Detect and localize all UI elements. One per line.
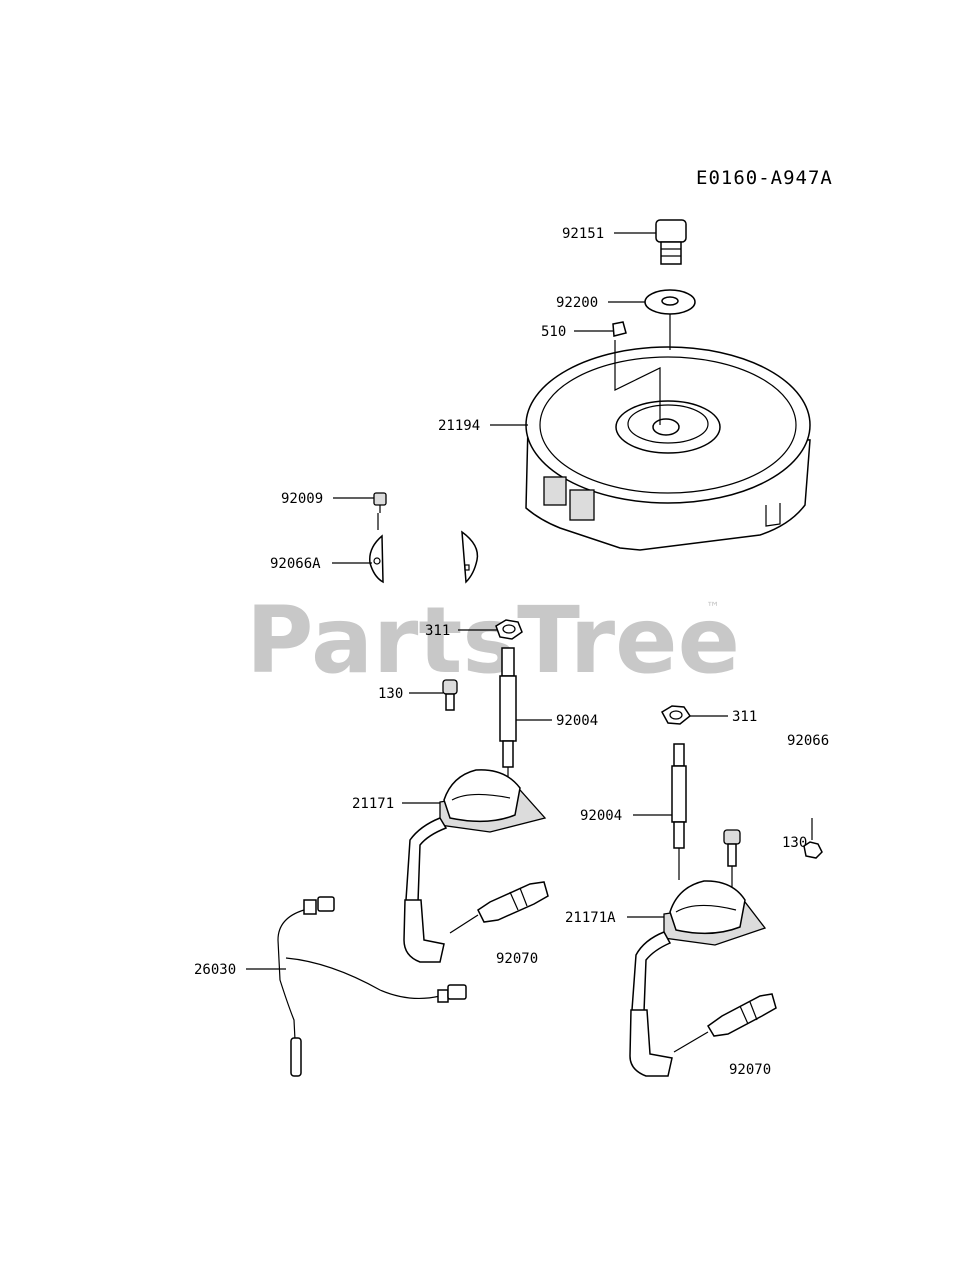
bolt-92151 (655, 219, 687, 265)
part-labels: 92151 92200 510 21194 92009 92066A 311 1… (194, 226, 829, 1078)
label-92200: 92200 (556, 295, 598, 311)
spark-plug-92070-right (673, 993, 777, 1053)
stud-92004-right (671, 743, 687, 880)
label-311-right: 311 (732, 709, 757, 725)
bolt-130-left (442, 679, 458, 711)
label-21194: 21194 (438, 418, 480, 434)
label-92066A: 92066A (270, 556, 321, 572)
flywheel-21194 (525, 340, 811, 551)
label-21171A: 21171A (565, 910, 616, 926)
nut-311-right (660, 705, 692, 725)
watermark-trademark: ™ (706, 600, 720, 616)
watermark: PartsTree (246, 587, 740, 694)
nut-92066 (803, 818, 823, 859)
label-92070-left: 92070 (496, 951, 538, 967)
lead-wire-26030 (277, 896, 467, 1077)
label-92009: 92009 (281, 491, 323, 507)
label-92004-right: 92004 (580, 808, 622, 824)
label-21171: 21171 (352, 796, 394, 812)
stud-92004-left (499, 647, 517, 800)
screw-92009 (373, 492, 387, 530)
label-92070-right: 92070 (729, 1062, 771, 1078)
label-130-right: 130 (782, 835, 807, 851)
key-510 (612, 321, 627, 337)
label-92004-left: 92004 (556, 713, 598, 729)
diagram-code: E0160-A947A (696, 167, 833, 189)
plate-92066A (369, 530, 479, 584)
bolt-130-right (723, 829, 741, 890)
label-311-left: 311 (425, 623, 450, 639)
nut-311-left (495, 619, 523, 640)
ignition-coil-21171 (403, 769, 547, 963)
label-510: 510 (541, 324, 566, 340)
label-130-left: 130 (378, 686, 403, 702)
ignition-coil-21171A (629, 880, 767, 1077)
leader-lines (246, 232, 728, 970)
spark-plug-92070-left (449, 881, 549, 934)
label-92151: 92151 (562, 226, 604, 242)
label-26030: 26030 (194, 962, 236, 978)
label-92066: 92066 (787, 733, 829, 749)
washer-92200 (644, 289, 696, 315)
